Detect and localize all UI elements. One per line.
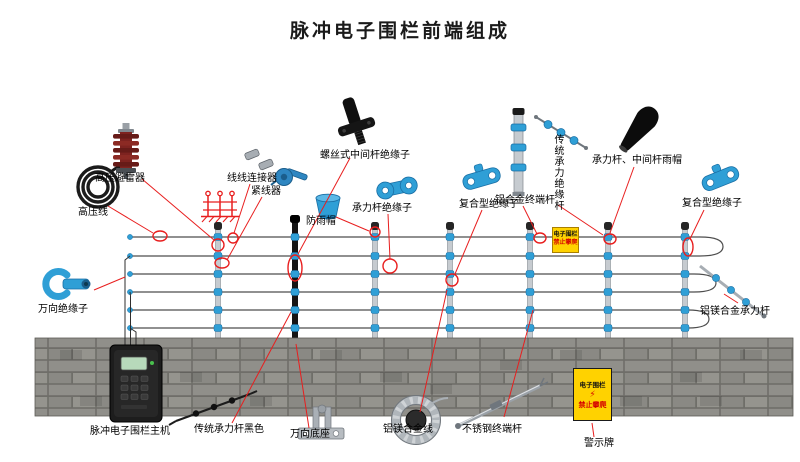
traditional-load-insulation-rod-icon (534, 115, 588, 150)
label-stainless-terminal-post: 不锈钢终端杆 (462, 424, 522, 435)
post-insulators (127, 233, 690, 332)
page-title: 脉冲电子围栏前端组成 (289, 21, 510, 42)
warning-sign-line2: 禁止攀爬 (578, 402, 607, 409)
rain-cap-cone-icon (619, 106, 659, 153)
fence-wires (130, 236, 724, 329)
composite-insulator-left-icon (462, 163, 501, 190)
label-aluminum-terminal-post: 铝合金终端杆 (495, 195, 555, 206)
label-composite-insulator-left: 复合型绝缘子 (459, 199, 519, 210)
universal-insulator-icon (42, 268, 91, 300)
label-fence-controller: 脉冲电子围栏主机 (90, 426, 170, 437)
label-al-mg-alloy-wire: 铝镁合金线 (383, 424, 433, 435)
warning-sign-line1: 电子围栏 (579, 382, 606, 389)
label-wire-tensioner: 紧线器 (251, 186, 281, 197)
label-rain-cap: 防雨帽 (306, 216, 336, 227)
label-high-voltage-wire: 高压线 (78, 207, 108, 218)
traditional-black-rod-icon (168, 390, 258, 426)
wire-tensioner-icon (270, 168, 308, 186)
label-al-mg-alloy-load-rod: 铝镁合金承力杆 (700, 306, 770, 317)
lightning-arrester-icon (113, 123, 139, 179)
label-traditional-load-insulation-rod: 传统承力绝缘杆 (552, 134, 563, 211)
fence-warning-sign-small: 电子围栏 禁止攀爬 (552, 227, 579, 253)
label-screw-mid-post-insulator: 螺丝式中间杆绝缘子 (320, 150, 410, 161)
controller-unit (109, 344, 163, 423)
wire-connector-icon (244, 148, 274, 171)
callout-overlay (93, 157, 739, 438)
aluminum-terminal-post-icon (510, 108, 527, 196)
black-middle-post (290, 215, 300, 345)
composite-insulator-right-icon (701, 163, 740, 191)
label-traditional-load-post-black: 传统承力杆黑色 (194, 424, 264, 435)
red-fence-schematic-icon (201, 190, 239, 223)
warning-sign-board: 电子围栏 ⚡ 禁止攀爬 (573, 368, 612, 421)
lightning-icon: ⚡ (589, 389, 596, 399)
label-warning-sign: 警示牌 (584, 438, 614, 449)
stainless-terminal-rod-icon (455, 377, 549, 429)
label-load-mid-post-rain-cap: 承力杆、中间杆雨帽 (592, 155, 682, 166)
label-high-voltage-arrester: 高压避雷器 (95, 173, 145, 184)
label-universal-base: 万向底座 (290, 429, 330, 440)
label-load-post-insulator: 承力杆绝缘子 (352, 203, 412, 214)
label-universal-insulator: 万向绝缘子 (38, 304, 88, 315)
small-sign-line2: 禁止攀爬 (553, 240, 578, 246)
label-wire-connector: 线线连接器 (227, 173, 277, 184)
small-sign-line1: 电子围栏 (553, 232, 578, 238)
load-post-insulator-icon (376, 176, 418, 200)
al-mg-load-rod-icon (699, 264, 767, 319)
feed-wires (124, 255, 137, 346)
screw-mid-insulator-icon (337, 97, 376, 146)
universal-base-icon (297, 404, 345, 440)
wire-spool-icon (391, 395, 449, 445)
label-composite-insulator-right: 复合型绝缘子 (682, 198, 742, 209)
